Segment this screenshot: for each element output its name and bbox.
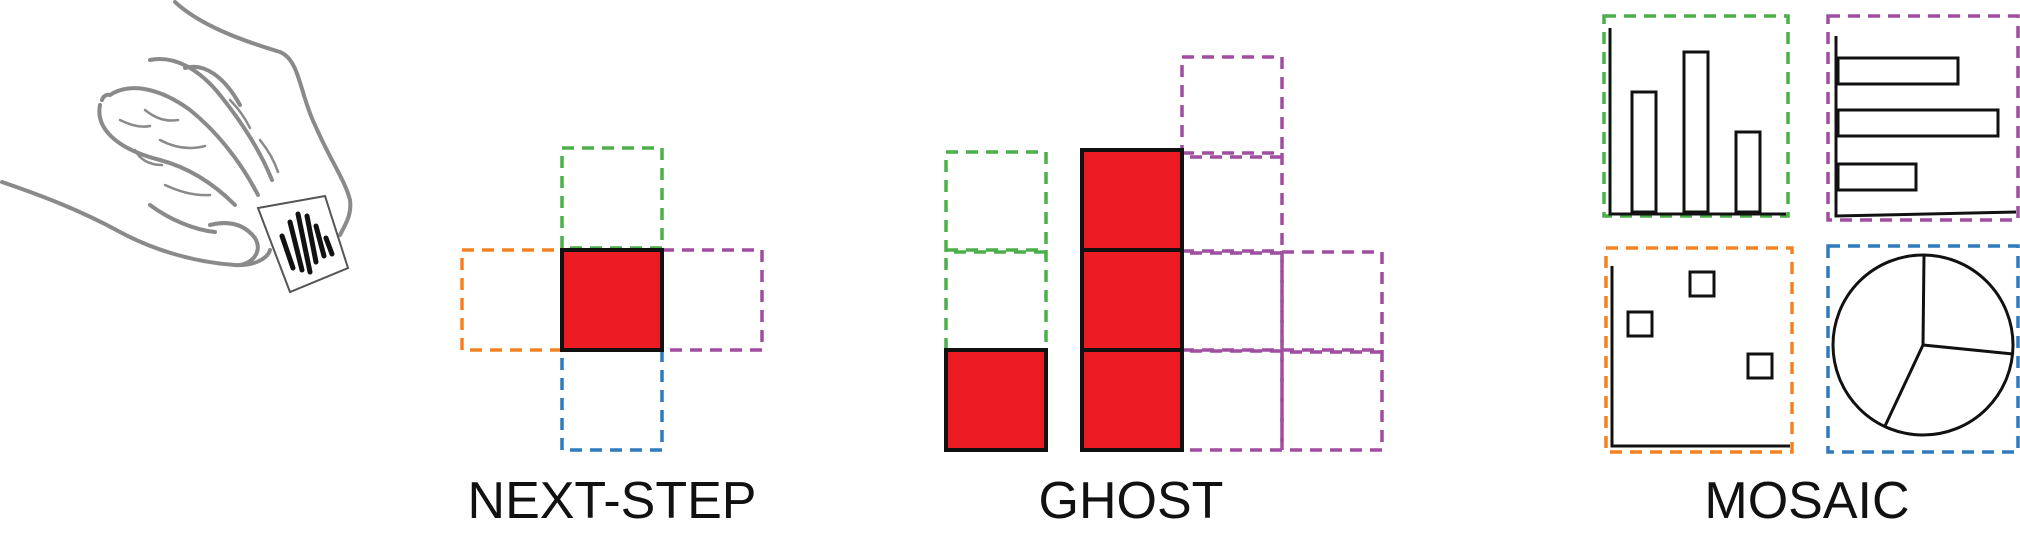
mosaic-caption: MOSAIC bbox=[1704, 472, 1909, 530]
ghost-green-cell bbox=[944, 150, 1048, 254]
ghost-block bbox=[1080, 348, 1184, 452]
scatter-plot-icon bbox=[1604, 246, 1794, 454]
ghost-block bbox=[1080, 248, 1184, 352]
pie-chart-icon bbox=[1826, 244, 2020, 454]
ghost-purple-cell bbox=[1180, 249, 1284, 353]
ghost-purple-cell bbox=[1280, 250, 1384, 354]
next-step-diagram: NEXT-STEP bbox=[460, 146, 764, 530]
next-step-ghost-bottom bbox=[560, 348, 664, 452]
next-step-ghost-right bbox=[660, 248, 764, 352]
next-step-ghost-top bbox=[560, 146, 664, 250]
next-step-ghost-left bbox=[460, 248, 564, 352]
ghost-diagram: GHOST bbox=[944, 55, 1384, 530]
ghost-purple-cell bbox=[1180, 55, 1284, 159]
mosaic-diagram: MOSAIC bbox=[1602, 14, 2020, 530]
ghost-block bbox=[944, 348, 1048, 452]
ghost-purple-cell bbox=[1180, 348, 1284, 452]
hand-holding-card-icon bbox=[0, 0, 353, 268]
next-step-block bbox=[560, 248, 664, 352]
held-card-icon bbox=[256, 194, 350, 294]
ghost-block bbox=[1080, 148, 1184, 252]
ghost-purple-cell bbox=[1280, 348, 1384, 452]
ghost-green-cell bbox=[944, 248, 1048, 352]
ghost-purple-cell bbox=[1180, 151, 1284, 255]
ghost-caption: GHOST bbox=[1039, 472, 1224, 530]
next-step-caption: NEXT-STEP bbox=[468, 472, 757, 530]
bar-chart-icon bbox=[1602, 14, 1790, 218]
horizontal-bar-chart-icon bbox=[1826, 14, 2020, 222]
